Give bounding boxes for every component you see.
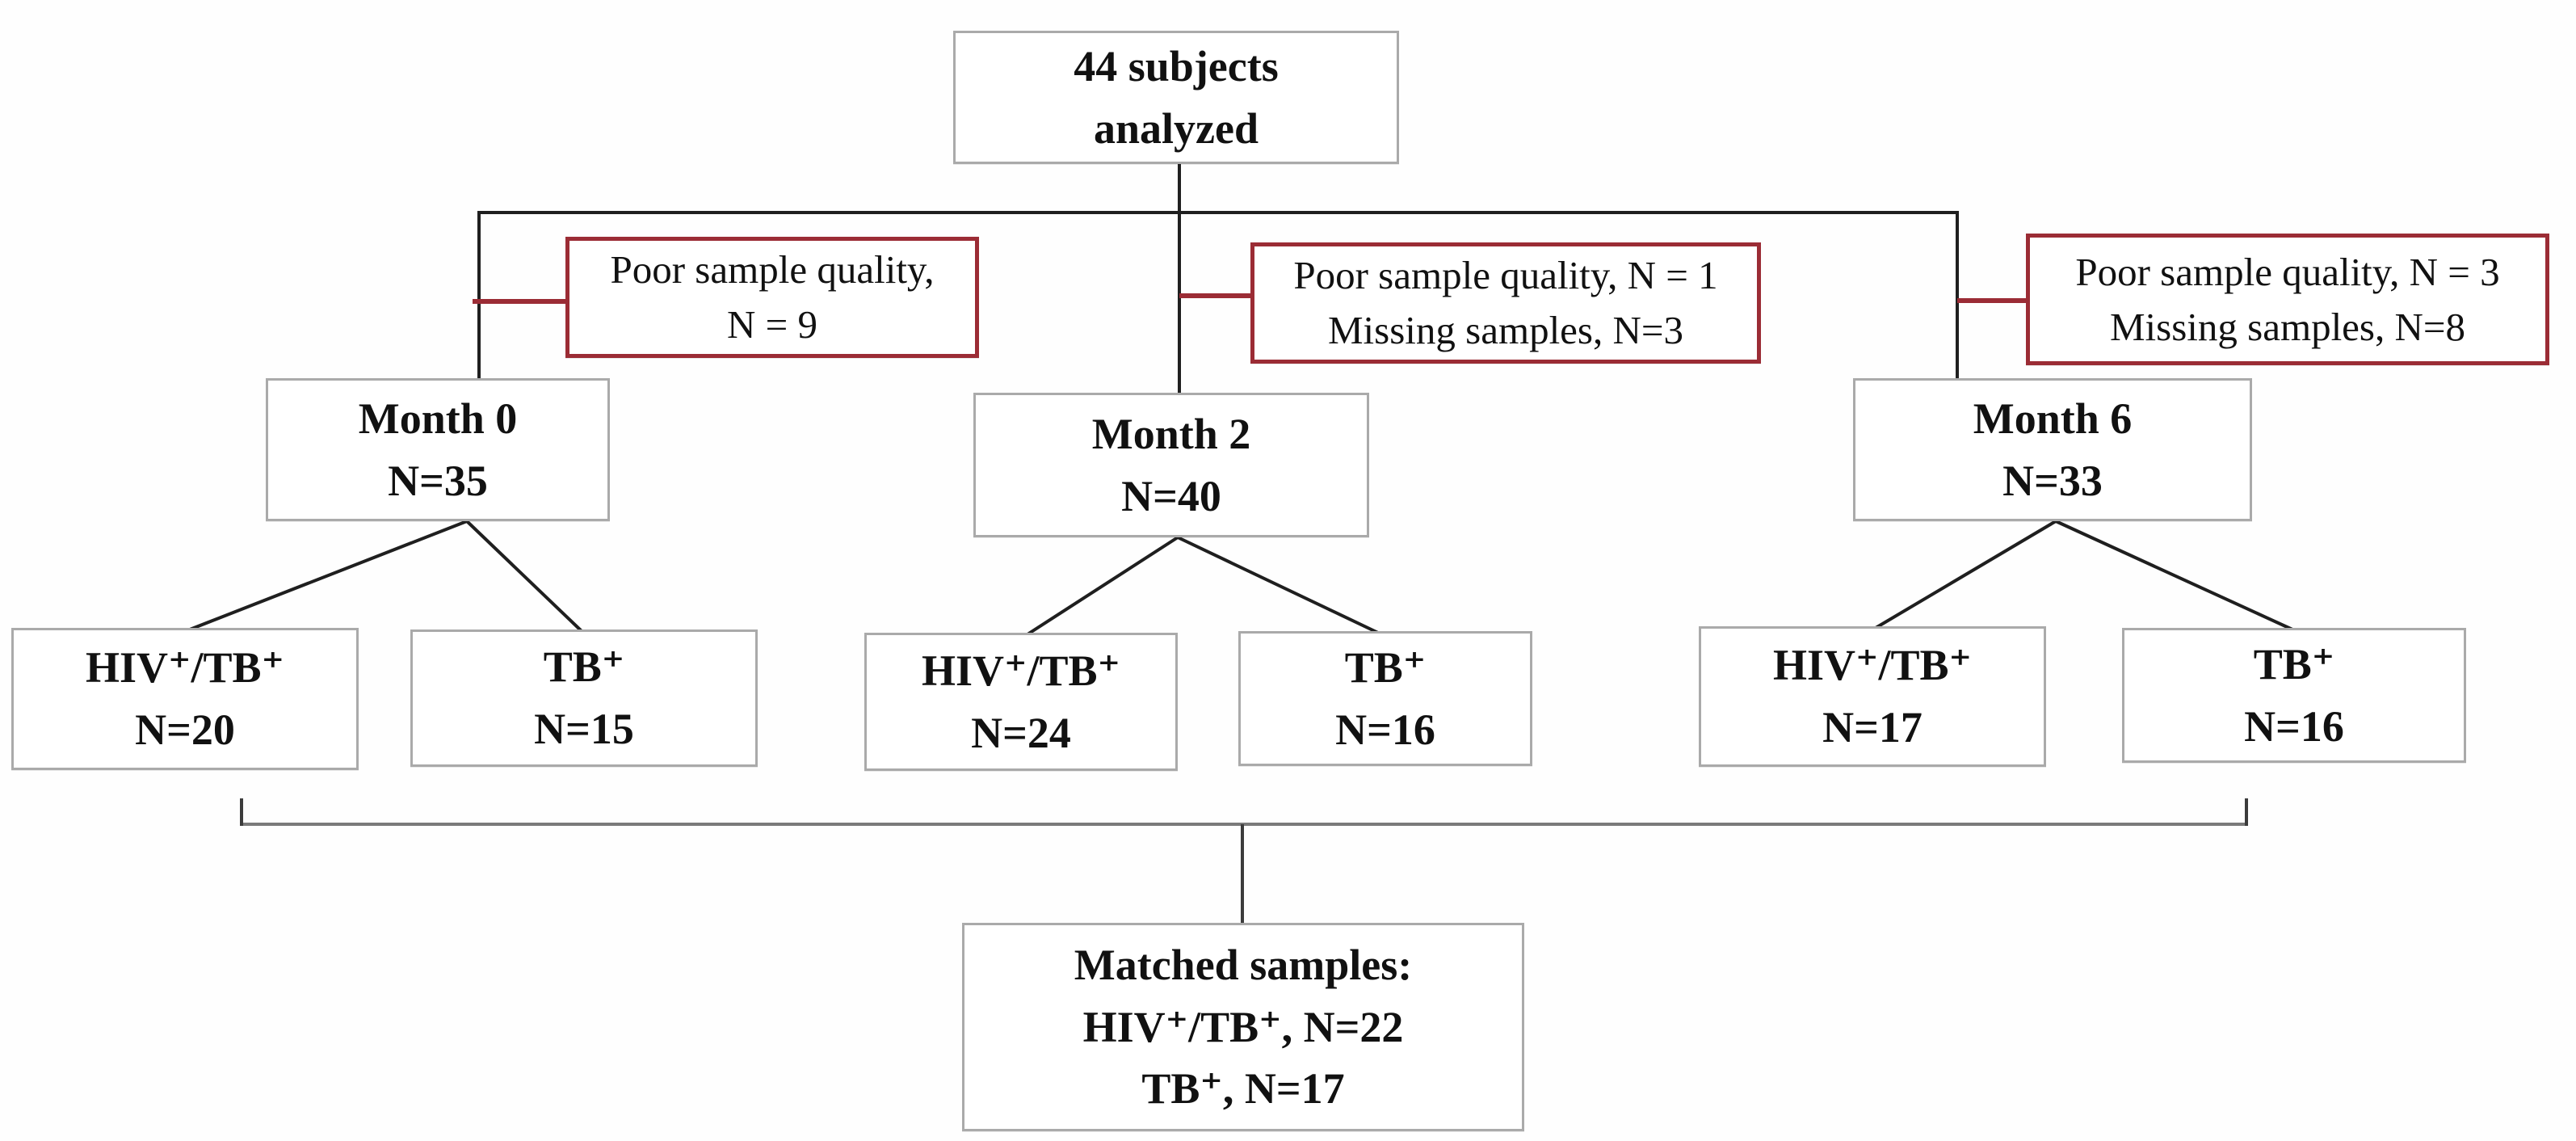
node-exclusion-month6: Poor sample quality, N = 3 Missing sampl… xyxy=(2026,234,2549,365)
node-line: HIV⁺/TB⁺, N=22 xyxy=(1082,1002,1404,1051)
node-line: N=33 xyxy=(2002,456,2103,505)
node-tb-month2: TB⁺ N=16 xyxy=(1238,631,1532,766)
node-exclusion-month0: Poor sample quality, N = 9 xyxy=(565,237,979,358)
node-line: Month 2 xyxy=(1091,409,1251,458)
node-line: HIV⁺/TB⁺ xyxy=(1772,641,1973,690)
node-line: TB⁺ xyxy=(2253,639,2335,688)
node-line: HIV⁺/TB⁺ xyxy=(85,643,285,693)
node-exclusion-month2: Poor sample quality, N = 1 Missing sampl… xyxy=(1250,242,1761,364)
node-line: N = 9 xyxy=(726,302,818,347)
node-tb-month0: TB⁺ N=15 xyxy=(410,629,758,767)
node-line: 44 subjects xyxy=(1074,41,1279,91)
node-month-6: Month 6 N=33 xyxy=(1853,378,2252,521)
node-line: N=16 xyxy=(2244,701,2344,751)
node-line: TB⁺ xyxy=(543,642,625,692)
node-line: analyzed xyxy=(1093,103,1259,153)
connector-month2-to-hivtb xyxy=(1026,536,1179,636)
node-line: TB⁺, N=17 xyxy=(1141,1064,1345,1114)
node-line: Missing samples, N=8 xyxy=(2109,304,2466,349)
connector-month6-to-hivtb xyxy=(1874,520,2057,629)
node-line: N=15 xyxy=(534,705,634,753)
node-line: Poor sample quality, N = 1 xyxy=(1293,253,1718,298)
node-line: N=17 xyxy=(1822,703,1923,752)
connector-month6-to-tb xyxy=(2055,520,2293,631)
node-line: Matched samples: xyxy=(1074,940,1413,989)
node-tb-month6: TB⁺ N=16 xyxy=(2122,628,2466,763)
connector-month0-to-tb xyxy=(465,520,583,633)
connector-month0-to-hivtb xyxy=(189,520,468,631)
node-line: HIV⁺/TB⁺ xyxy=(921,646,1121,695)
node-hiv-tb-month0: HIV⁺/TB⁺ N=20 xyxy=(11,628,359,770)
node-line: N=35 xyxy=(388,456,488,505)
node-month-0: Month 0 N=35 xyxy=(266,378,610,521)
node-line: N=24 xyxy=(971,708,1071,757)
node-line: Poor sample quality, N = 3 xyxy=(2075,249,2500,294)
node-line: Poor sample quality, xyxy=(610,247,935,293)
node-line: N=16 xyxy=(1335,705,1435,754)
node-line: N=40 xyxy=(1121,471,1221,520)
node-line: Month 6 xyxy=(1973,394,2133,443)
node-line: Month 0 xyxy=(358,394,518,443)
node-hiv-tb-month2: HIV⁺/TB⁺ N=24 xyxy=(864,633,1178,771)
node-matched-samples: Matched samples: HIV⁺/TB⁺, N=22 TB⁺, N=1… xyxy=(962,923,1524,1131)
node-total-analyzed: 44 subjects analyzed xyxy=(953,31,1399,164)
node-hiv-tb-month6: HIV⁺/TB⁺ N=17 xyxy=(1699,626,2046,767)
connector-month2-to-tb xyxy=(1177,536,1379,634)
node-line: TB⁺ xyxy=(1344,642,1427,692)
node-line: N=20 xyxy=(135,705,235,754)
node-line: Missing samples, N=3 xyxy=(1327,308,1684,352)
node-month-2: Month 2 N=40 xyxy=(973,393,1369,537)
